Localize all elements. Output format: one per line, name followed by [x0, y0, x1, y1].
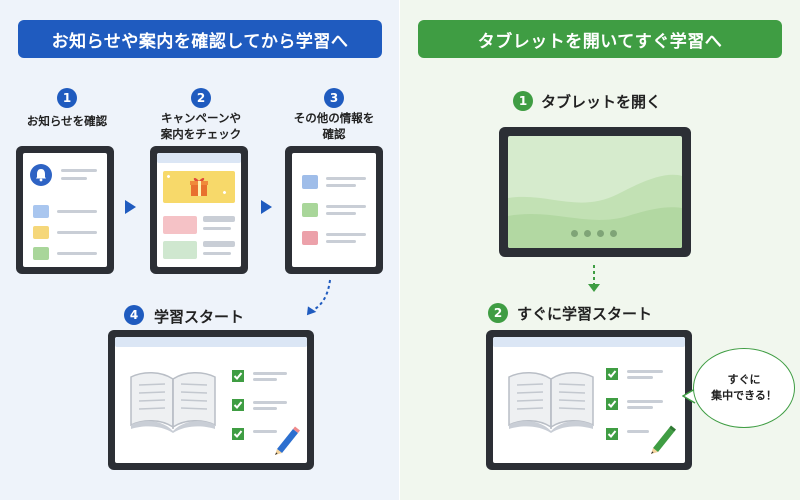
text-line	[57, 210, 97, 213]
page-dot	[584, 230, 591, 237]
flow-arrow-right	[261, 200, 272, 214]
checkbox-icon	[606, 428, 618, 440]
step-2-caption-line: 案内をチェック	[160, 127, 242, 141]
left-panel: お知らせや案内を確認してから学習へ 1 お知らせを確認	[0, 0, 400, 500]
step-1-tablet	[16, 146, 114, 274]
text-line	[627, 376, 653, 379]
list-swatch	[302, 203, 318, 217]
bell-icon	[30, 164, 52, 186]
flow-arrow-right	[125, 200, 136, 214]
speech-bubble: すぐに 集中できる！	[693, 348, 795, 428]
book-icon	[508, 372, 594, 433]
list-swatch	[33, 226, 49, 239]
checkbox-icon	[606, 368, 618, 380]
list-swatch	[33, 247, 49, 260]
page-dot	[597, 230, 604, 237]
text-line	[326, 184, 356, 187]
step-3-caption: その他の情報を 確認	[276, 110, 392, 142]
text-line	[326, 212, 356, 215]
gift-icon	[190, 177, 208, 196]
text-line	[253, 430, 277, 433]
bubble-line: 集中できる！	[711, 389, 777, 402]
text-line	[203, 216, 235, 222]
card-pink	[163, 216, 197, 234]
text-line	[203, 227, 231, 230]
bubble-tail	[682, 388, 696, 404]
text-line	[627, 406, 653, 409]
step-2-badge: 2	[191, 88, 211, 108]
bubble-line: すぐに	[727, 373, 761, 386]
text-line	[326, 205, 366, 208]
checkbox-icon	[232, 428, 244, 440]
text-line	[253, 401, 287, 404]
text-line	[253, 407, 277, 410]
step-1-caption: お知らせを確認	[14, 113, 120, 129]
right-step-1-badge: 1	[513, 91, 533, 111]
step-3-badge: 3	[324, 88, 344, 108]
header-bar	[157, 153, 241, 163]
list-swatch	[302, 231, 318, 245]
text-line	[61, 169, 97, 172]
text-line	[57, 252, 97, 255]
step-2-caption-line: キャンペーンや	[161, 111, 241, 125]
text-line	[326, 177, 366, 180]
right-step-2-tablet	[486, 330, 692, 470]
right-banner: タブレットを開いてすぐ学習へ	[418, 20, 782, 58]
step-3-tablet	[285, 146, 383, 274]
checkbox-icon	[232, 399, 244, 411]
card-green	[163, 241, 197, 259]
step-1-badge: 1	[57, 88, 77, 108]
list-swatch	[302, 175, 318, 189]
checkbox-icon	[232, 370, 244, 382]
text-line	[253, 378, 277, 381]
step-2-caption: キャンペーンや 案内をチェック	[142, 110, 260, 142]
right-step-2-badge: 2	[488, 303, 508, 323]
pencil-icon	[275, 426, 300, 455]
book-icon	[130, 372, 216, 433]
text-line	[57, 231, 97, 234]
step-3-caption-line: 確認	[322, 127, 346, 141]
text-line	[627, 400, 663, 403]
header-bar	[493, 337, 685, 347]
right-step-2-screen	[493, 337, 685, 463]
step-2-tablet	[150, 146, 248, 274]
dashed-arrow-down	[588, 265, 600, 292]
right-step-1-label: タブレットを開く	[541, 93, 662, 111]
step-4-screen	[115, 337, 307, 463]
text-line	[61, 177, 87, 180]
dashed-arrow	[306, 279, 331, 316]
wallpaper-waves	[508, 174, 682, 248]
right-step-1-tablet	[499, 127, 691, 257]
checkbox-icon	[606, 398, 618, 410]
text-line	[203, 241, 235, 247]
list-swatch	[33, 205, 49, 218]
text-line	[326, 233, 366, 236]
step-4-badge: 4	[124, 305, 144, 325]
right-step-2-label: すぐに学習スタート	[517, 305, 653, 323]
page-dot	[571, 230, 578, 237]
header-bar	[115, 337, 307, 347]
step-1-screen	[23, 153, 107, 267]
page-dot	[610, 230, 617, 237]
text-line	[253, 372, 287, 375]
left-banner: お知らせや案内を確認してから学習へ	[18, 20, 382, 58]
text-line	[326, 240, 356, 243]
step-2-screen	[157, 153, 241, 267]
step-3-screen	[292, 153, 376, 267]
step-4-tablet	[108, 330, 314, 470]
step-1-caption-line: お知らせを確認	[26, 114, 108, 128]
text-line	[627, 370, 663, 373]
step-3-caption-line: その他の情報を	[293, 111, 375, 125]
home-screen	[508, 136, 682, 248]
text-line	[627, 430, 649, 433]
text-line	[203, 252, 231, 255]
pencil-icon	[651, 425, 676, 454]
step-4-label: 学習スタート	[154, 308, 245, 326]
